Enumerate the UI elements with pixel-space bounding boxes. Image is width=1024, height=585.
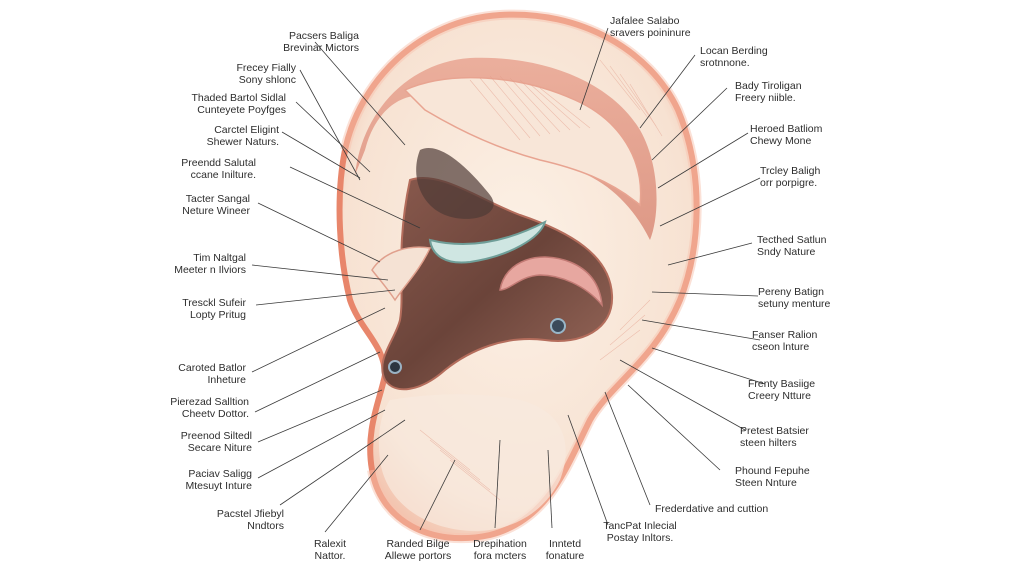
pink-tube	[499, 256, 603, 308]
canal-ring	[428, 220, 547, 264]
earlobe	[378, 394, 566, 531]
antihelix	[403, 76, 642, 207]
canal-opening-lower	[388, 360, 402, 374]
tragus	[371, 246, 432, 302]
leader-lines	[251, 27, 766, 533]
label-l19: Frederdative and cuttion	[655, 503, 769, 515]
canal-opening-upper	[550, 318, 566, 334]
concha-cavity	[381, 177, 614, 391]
